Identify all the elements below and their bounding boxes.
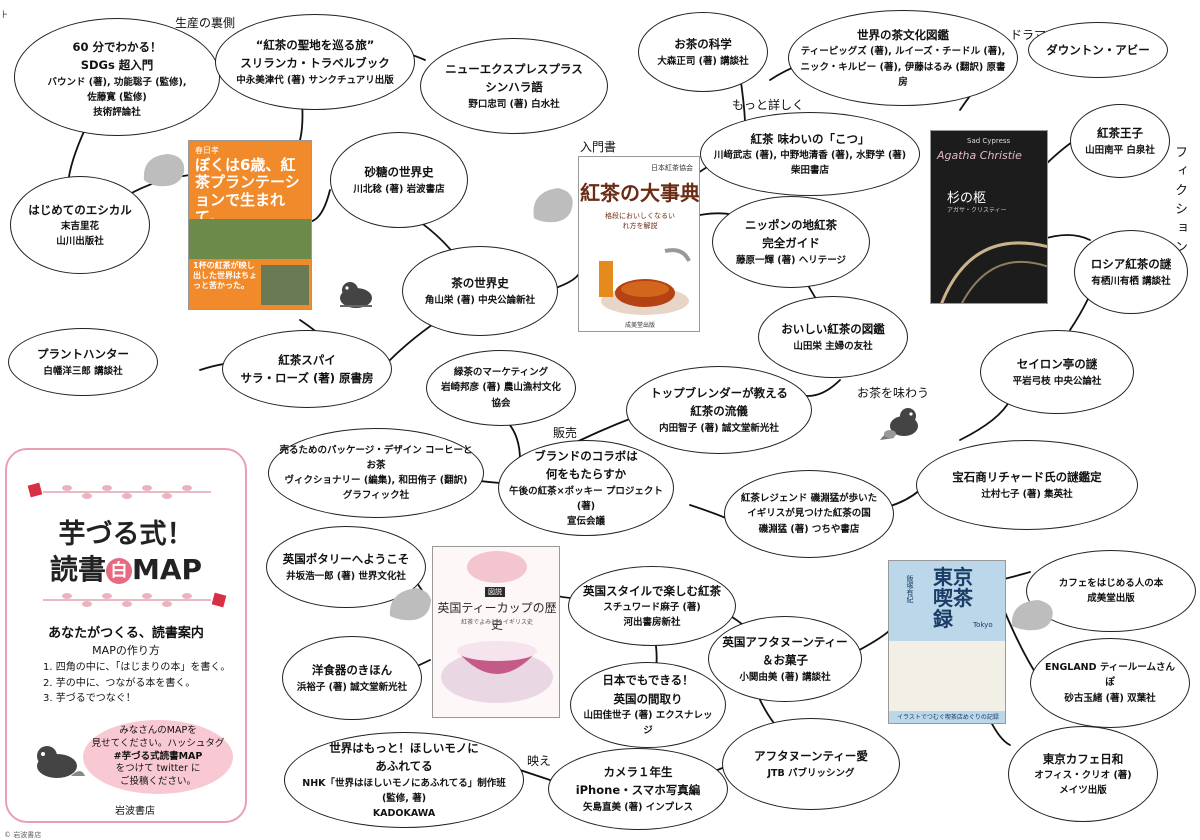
- book-cover-boku[interactable]: 春日孝 ぼくは6歳、紅茶プランテーションで生まれて。 1杯の紅茶が映し出した世界…: [188, 140, 312, 310]
- panel-steps: 1. 四角の中に、「はじまりの本」を書く。 2. 芋の中に、つながる本を書く。 …: [43, 660, 230, 707]
- node-kotsu[interactable]: 紅茶 味わいの「こつ」 川﨑武志 (著), 中野地清香 (著), 水野学 (著)…: [700, 112, 920, 196]
- cover-en: Tokyo: [973, 621, 993, 629]
- node-culture[interactable]: 世界の茶文化図鑑 ティーピッグズ (著), ルイーズ・チードル (著), ニック…: [788, 10, 1018, 106]
- node-russia[interactable]: ロシア紅茶の謎 有栖川有栖 講談社: [1074, 230, 1188, 314]
- cover-badge: 図説: [485, 587, 505, 597]
- node-afternoon-sweets[interactable]: 英国アフタヌーンティー ＆お菓子 小関由美 (著) 講談社: [708, 616, 862, 702]
- book-cover-tokyo-kissa[interactable]: 東京喫茶録 飯塚有紀 Tokyo イラストでつむぐ喫茶店めぐりの記録: [888, 560, 1006, 724]
- panel-how-to: MAPの作り方: [92, 644, 160, 657]
- node-england-room[interactable]: ENGLAND ティールームさんぽ 砂古玉緒 (著) 双葉社: [1030, 638, 1190, 728]
- label-photo: 映え: [527, 754, 552, 768]
- panel-title-line1: 芋づる式！: [58, 519, 194, 550]
- node-prince[interactable]: 紅茶王子 山田南平 白泉社: [1070, 104, 1170, 178]
- vine-decoration-icon: [43, 592, 227, 608]
- label-fiction: フィクション: [1172, 145, 1187, 259]
- staircase-photo-icon: [940, 241, 1047, 303]
- leaf-icon: [389, 588, 431, 621]
- node-marketing[interactable]: 緑茶のマーケティング 岩崎邦彦 (著) 農山漁村文化協会: [426, 350, 576, 426]
- vine-decoration-icon: [27, 482, 211, 499]
- cover-sub: 紅茶でよみとくイギリス史: [461, 619, 533, 626]
- node-afternoon-love[interactable]: アフタヌーンティー愛 JTB パブリッシング: [722, 718, 900, 810]
- corner-mark-bottom: © 岩波書店: [4, 831, 42, 839]
- label-more-detail: もっと詳しく: [732, 98, 805, 112]
- node-collab[interactable]: ブランドのコラボは 何をもたらすか 午後の紅茶×ポッキー プロジェクト (著) …: [498, 440, 674, 536]
- panel-step: 3. 芋づるでつなぐ！: [43, 693, 136, 704]
- node-science[interactable]: お茶の科学 大森正司 (著) 講談社: [638, 12, 768, 92]
- cover-title: 英国ティーカップの歴史: [437, 601, 557, 632]
- cover-author: 春日孝: [195, 146, 219, 155]
- cover-title: 杉の柩: [947, 191, 987, 206]
- cover-tagline: 1杯の紅茶が映し出した世界はちょっと苦かった。: [193, 261, 257, 290]
- node-madori[interactable]: 日本でもできる！ 英国の間取り 山田佳世子 (著) エクスナレッジ: [570, 662, 726, 748]
- cover-author: Agatha Christie: [937, 149, 1022, 162]
- node-ethical[interactable]: はじめてのエシカル 末吉里花 山川出版社: [10, 176, 150, 274]
- leaf-icon: [533, 188, 573, 223]
- panel-step: 1. 四角の中に、「はじまりの本」を書く。: [43, 662, 231, 673]
- mole-mascot-icon: [340, 282, 372, 308]
- cover-title: ぼくは6歳、紅茶プランテーションで生まれて。: [195, 156, 300, 226]
- panel-invite-bubble: みなさんのMAPを 見せてください。ハッシュタグ #芋づる式読書MAP をつけて…: [83, 720, 233, 794]
- leaf-icon: [143, 154, 185, 187]
- node-tableware[interactable]: 洋食器のきほん 浜裕子 (著) 誠文堂新光社: [282, 636, 422, 720]
- book-cover-daijiten[interactable]: 日本紅茶協会 紅茶の大事典 格段においしくなるいれ方を解説 成美堂出版: [578, 156, 700, 332]
- node-spy[interactable]: 紅茶スパイ サラ・ローズ (著) 原書房: [222, 330, 392, 408]
- cover-publisher: 成美堂出版: [624, 322, 655, 329]
- mole-mascot-icon: [880, 408, 918, 440]
- label-backstage: 生産の裏側: [175, 16, 236, 30]
- teacup-photo-icon: [441, 551, 553, 703]
- node-tokyo-cafe[interactable]: 東京カフェ日和 オフィス・クリオ (著) メイツ出版: [1008, 726, 1158, 822]
- cover-title: 紅茶の大事典: [580, 181, 700, 205]
- node-plant[interactable]: プラントハンター 白幡洋三郎 講談社: [8, 328, 158, 396]
- cover-photo: [189, 219, 311, 259]
- cover-sub: イラストでつむぐ喫茶店めぐりの記録: [897, 714, 999, 721]
- node-seichi[interactable]: “紅茶の聖地を巡る旅” スリランカ・トラベルブック 中永美津代 (著) サンクチ…: [215, 14, 415, 110]
- cover-author: 飯塚有紀: [906, 575, 914, 603]
- node-mono[interactable]: 世界はもっと！ほしいモノに あふれてる NHK「世界はほしいモノにあふれてる」制…: [284, 732, 524, 828]
- mole-mascot-icon: [37, 746, 85, 778]
- node-cafe-start[interactable]: カフェをはじめる人の本 成美堂出版: [1026, 550, 1196, 632]
- panel-lead: あなたがつくる、読書案内: [48, 626, 204, 641]
- node-downton[interactable]: ダウントン・アビー: [1028, 22, 1168, 78]
- node-sugar[interactable]: 砂糖の世界史 川北稔 (著) 岩波書店: [330, 132, 468, 228]
- label-intro: 入門書: [580, 140, 617, 154]
- node-newexpress[interactable]: ニューエクスプレスプラス シンハラ語 野口忠司 (著) 白水社: [420, 38, 608, 134]
- cover-photo-small: [261, 265, 309, 305]
- node-package[interactable]: 売るためのパッケージ・デザイン コーヒーとお茶 ヴィクショナリー (編集), 和…: [268, 428, 484, 518]
- cover-illustration: [889, 641, 1005, 711]
- leaf-icon: [1011, 600, 1053, 631]
- node-ceylon[interactable]: セイロン亭の謎 平岩弓枝 中央公論社: [980, 330, 1134, 414]
- cover-title: 東京喫茶録: [933, 565, 973, 631]
- label-taste: お茶を味わう: [857, 386, 930, 400]
- cover-series: 日本紅茶協会: [651, 164, 693, 172]
- label-sales: 販売: [553, 426, 578, 440]
- node-legend[interactable]: 紅茶レジェンド 磯淵猛が歩いた イギリスが見つけた紅茶の国 磯淵猛 (著) つち…: [724, 470, 894, 558]
- node-tea-history[interactable]: 茶の世界史 角山栄 (著) 中央公論新社: [402, 246, 558, 336]
- cover-sub: アガサ・クリスティー: [947, 207, 1007, 214]
- cover-series: Sad Cypress: [967, 137, 1011, 145]
- node-eikoku-style[interactable]: 英国スタイルで楽しむ紅茶 スチュワード麻子 (著) 河出書房新社: [568, 566, 736, 646]
- book-cover-teacup[interactable]: 図説 英国ティーカップの歴史 紅茶でよみとくイギリス史: [432, 546, 560, 718]
- node-jewel[interactable]: 宝石商リチャード氏の謎鑑定 辻村七子 (著) 集英社: [916, 440, 1138, 530]
- teapot-photo-icon: [599, 248, 691, 315]
- corner-mark-top: ⊦: [2, 8, 8, 21]
- cover-sub: 格段においしくなるいれ方を解説: [605, 212, 675, 230]
- node-oishii[interactable]: おいしい紅茶の図鑑 山田栄 主婦の友社: [758, 296, 908, 378]
- node-nippon[interactable]: ニッポンの地紅茶 完全ガイド 藤原一輝 (著) ヘリテージ: [712, 196, 870, 288]
- node-camera[interactable]: カメラ１年生 iPhone・スマホ写真編 矢島直美 (著) インプレス: [548, 748, 728, 830]
- panel-publisher: 岩波書店: [115, 806, 155, 817]
- node-blender[interactable]: トップブレンダーが教える 紅茶の流儀 内田智子 (著) 誠文堂新光社: [626, 366, 812, 454]
- book-cover-christie[interactable]: Sad Cypress Agatha Christie 杉の柩 アガサ・クリステ…: [930, 130, 1048, 304]
- panel-step: 2. 芋の中に、つながる本を書く。: [43, 677, 196, 689]
- node-sdgs[interactable]: 60 分でわかる！ SDGs 超入門 バウンド (著), 功能聡子 (監修), …: [14, 18, 220, 136]
